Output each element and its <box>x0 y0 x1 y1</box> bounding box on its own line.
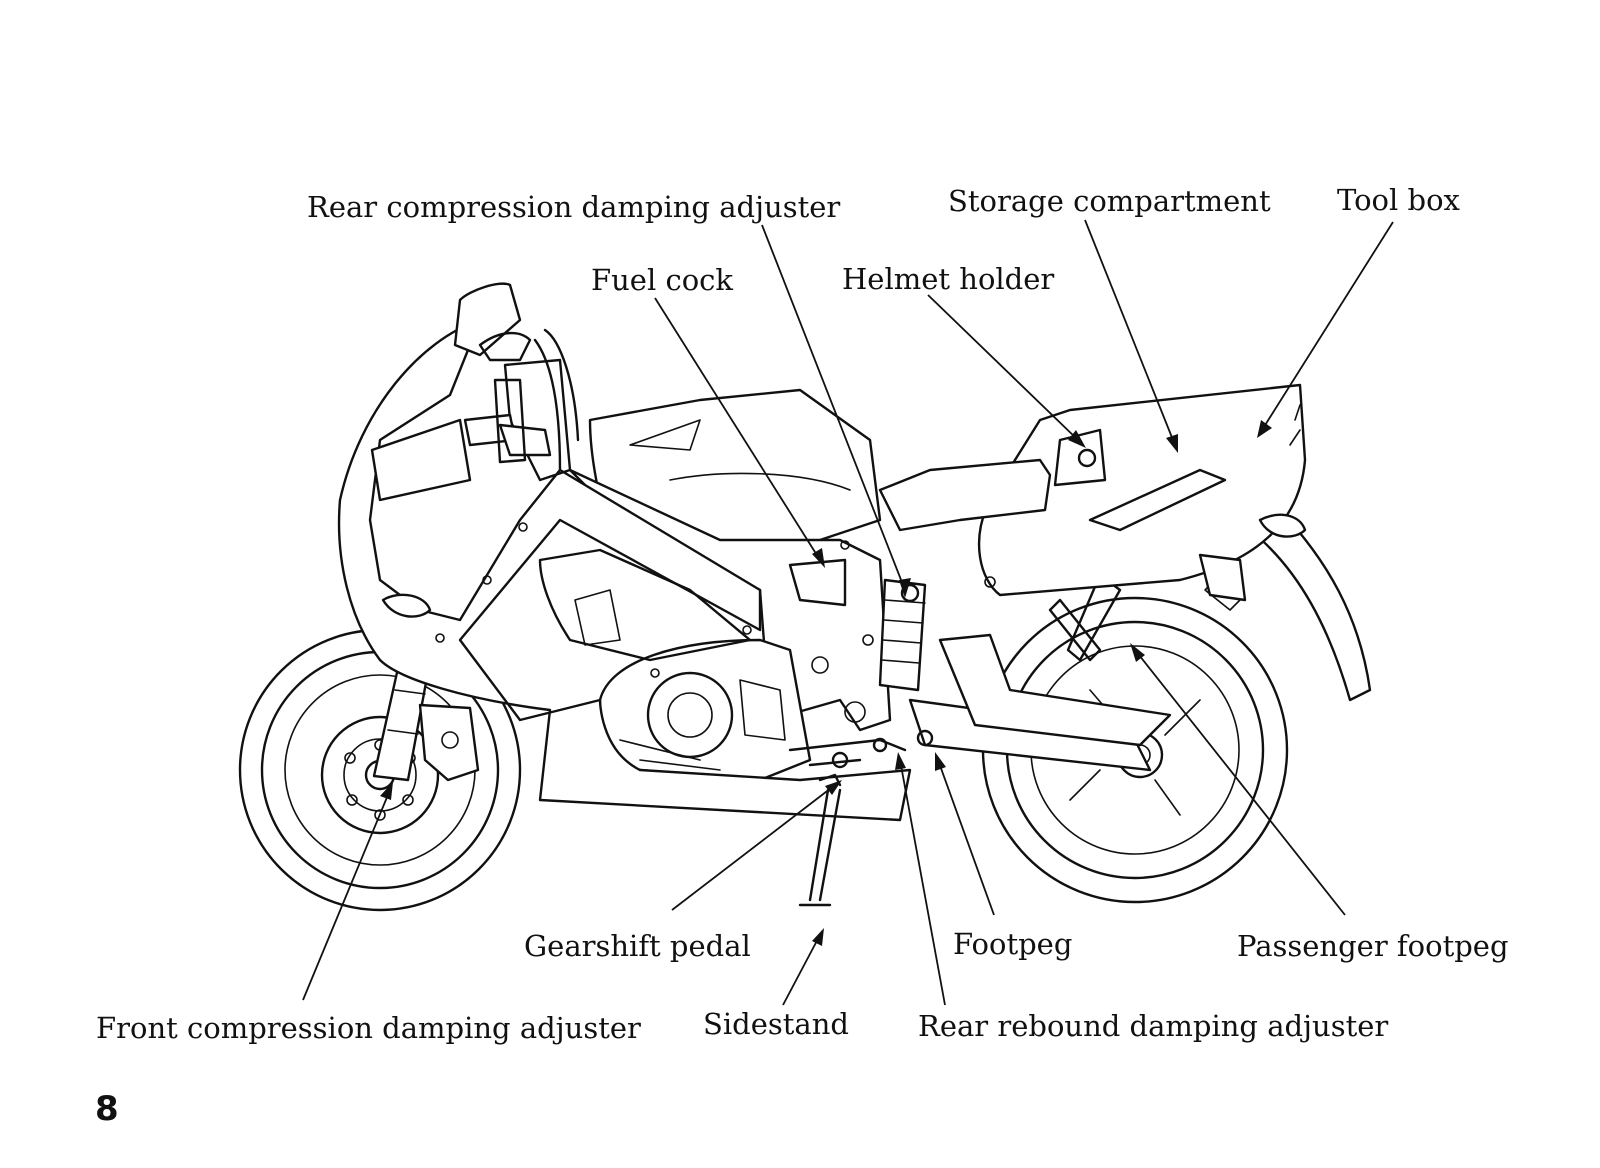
label-front-compression-damping-adjuster: Front compression damping adjuster <box>96 1011 641 1045</box>
label-rear-rebound-damping-adjuster: Rear rebound damping adjuster <box>918 1009 1389 1043</box>
rear-shock <box>878 578 927 692</box>
label-fuel-cock: Fuel cock <box>591 263 733 297</box>
handlebars <box>463 378 552 464</box>
label-passenger-footpeg: Passenger footpeg <box>1237 929 1509 963</box>
seat <box>878 458 1052 532</box>
label-gearshift-pedal: Gearshift pedal <box>524 929 751 963</box>
label-footpeg: Footpeg <box>953 927 1073 961</box>
tail-section <box>977 383 1307 611</box>
label-storage-compartment: Storage compartment <box>948 184 1271 218</box>
label-rear-compression-damping-adjuster: Rear compression damping adjuster <box>307 190 841 224</box>
front-fork <box>372 648 480 782</box>
windscreen <box>453 282 580 482</box>
label-helmet-holder: Helmet holder <box>842 262 1055 296</box>
page-number: 8 <box>95 1089 119 1129</box>
label-tool-box: Tool box <box>1337 183 1460 217</box>
label-sidestand: Sidestand <box>703 1007 849 1041</box>
swingarm <box>908 573 1172 772</box>
leader-lines <box>302 219 1394 1006</box>
engine <box>598 638 812 782</box>
rear-fender <box>1248 498 1372 702</box>
front-fairing <box>337 318 912 822</box>
sidestand-part <box>798 788 842 907</box>
helmet-holder-part <box>1053 428 1107 487</box>
muffler <box>1198 553 1247 602</box>
